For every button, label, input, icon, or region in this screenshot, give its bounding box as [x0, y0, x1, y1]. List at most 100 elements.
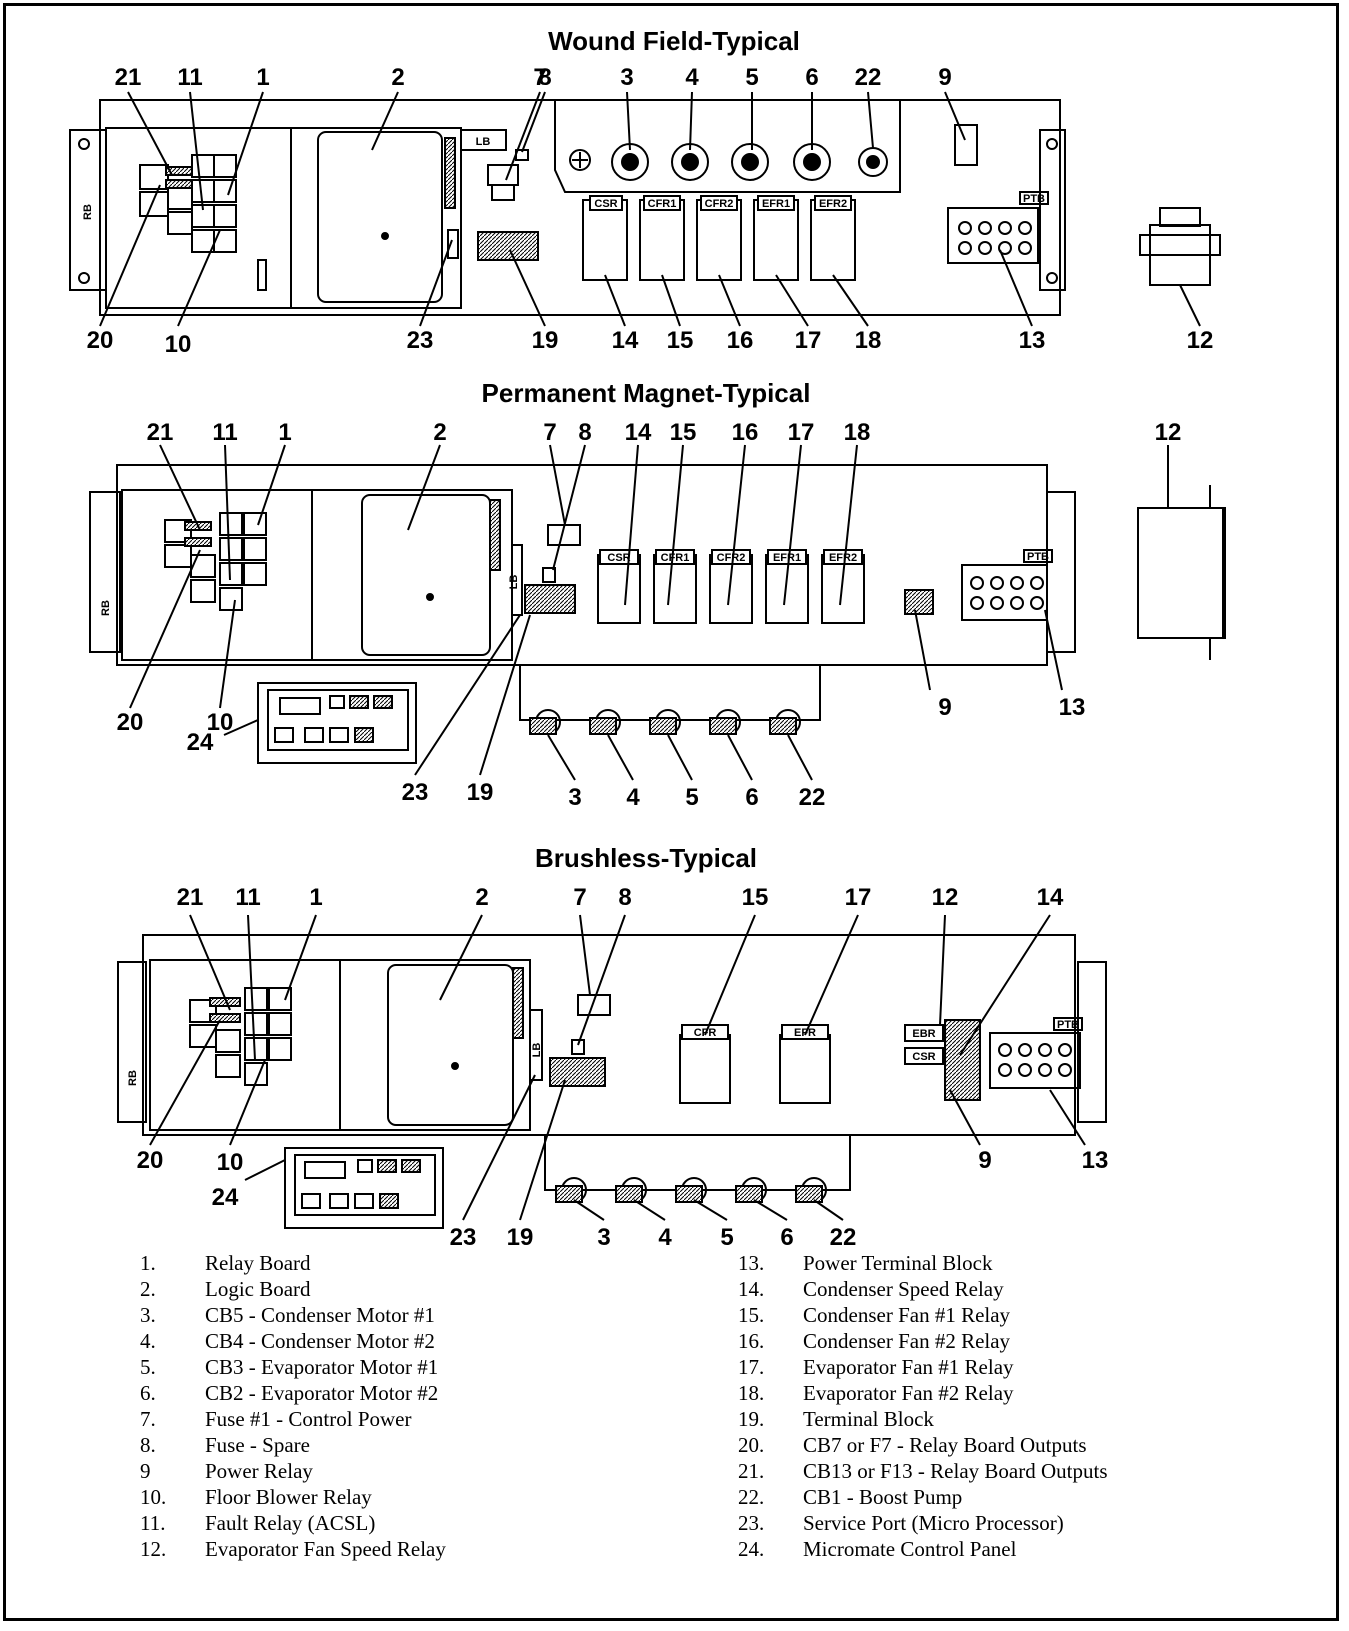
relay-label: EFR1 — [773, 552, 801, 564]
callout-number: 4 — [685, 64, 699, 91]
figure-border — [3, 3, 1339, 1621]
rb-label: RB — [127, 1070, 139, 1086]
legend-text: Terminal Block — [803, 1407, 934, 1431]
legend-number: 19. — [738, 1407, 765, 1431]
legend-text: Condenser Speed Relay — [803, 1277, 1004, 1301]
legend-text: Power Terminal Block — [803, 1251, 993, 1275]
legend-number: 5. — [140, 1355, 156, 1379]
callout-number: 14 — [625, 419, 652, 446]
callout-number: 22 — [855, 64, 882, 91]
legend-item: 10.Floor Blower Relay — [140, 1484, 446, 1510]
callout-number: 1 — [278, 419, 291, 446]
callout-number: 8 — [578, 419, 591, 446]
legend-item: 2.Logic Board — [140, 1276, 446, 1302]
legend-text: Fault Relay (ACSL) — [205, 1511, 376, 1535]
callout-number: 8 — [618, 884, 631, 911]
legend-number: 1. — [140, 1251, 156, 1275]
section-title: Wound Field-Typical — [548, 26, 800, 56]
callout-number: 6 — [745, 784, 758, 811]
callout-number: 10 — [165, 331, 192, 358]
legend-text: Logic Board — [205, 1277, 311, 1301]
callout-number: 4 — [658, 1224, 672, 1251]
callout-number: 20 — [137, 1147, 164, 1174]
callout-number: 23 — [402, 779, 429, 806]
callout-number: 22 — [830, 1224, 857, 1251]
callout-number: 5 — [685, 784, 698, 811]
legend-item: 6.CB2 - Evaporator Motor #2 — [140, 1380, 446, 1406]
callout-number: 6 — [780, 1224, 793, 1251]
legend-number: 7. — [140, 1407, 156, 1431]
callout-number: 5 — [720, 1224, 733, 1251]
legend-number: 18. — [738, 1381, 765, 1405]
callout-number: 9 — [938, 694, 951, 721]
legend-item: 16.Condenser Fan #2 Relay — [738, 1328, 1108, 1354]
relay-label: EFR1 — [762, 198, 790, 210]
callout-number: 2 — [475, 884, 488, 911]
legend-item: 7.Fuse #1 - Control Power — [140, 1406, 446, 1432]
legend-number: 4. — [140, 1329, 156, 1353]
terminal-block — [477, 231, 539, 261]
callout-number: 15 — [670, 419, 697, 446]
legend-item: 21.CB13 or F13 - Relay Board Outputs — [738, 1458, 1108, 1484]
ebr-label: EBR — [912, 1028, 935, 1040]
callout-number: 6 — [805, 64, 818, 91]
legend-number: 11. — [140, 1511, 166, 1535]
callout-number: 17 — [788, 419, 815, 446]
callout-number: 14 — [1037, 884, 1064, 911]
callout-number: 21 — [115, 64, 142, 91]
callout-number: 10 — [217, 1149, 244, 1176]
callout-number: 17 — [845, 884, 872, 911]
callout-number: 24 — [187, 729, 214, 756]
section-wound-field: Wound Field-Typical RB LB — [69, 26, 1221, 327]
callout-number: 16 — [732, 419, 759, 446]
legend-item: 18. Evaporator Fan #2 Relay — [738, 1380, 1108, 1406]
callout-number: 3 — [568, 784, 581, 811]
legend-text: Evaporator Fan #1 Relay — [803, 1355, 1014, 1379]
relay-label: CFR1 — [648, 198, 677, 210]
legend-number: 15. — [738, 1303, 765, 1327]
logic-board — [339, 959, 531, 1131]
legend-text: Evaporator Fan #2 Relay — [803, 1381, 1014, 1405]
legend-item: 17. Evaporator Fan #1 Relay — [738, 1354, 1108, 1380]
callout-number: 13 — [1019, 327, 1046, 354]
legend-item: 8. Fuse - Spare — [140, 1432, 446, 1458]
callout-number: 11 — [212, 419, 237, 446]
power-terminal-block — [961, 564, 1048, 621]
legend-text: Floor Blower Relay — [205, 1485, 372, 1509]
legend-text: Fuse - Spare — [205, 1433, 310, 1457]
callout-number: 2 — [391, 64, 404, 91]
callout-number: 10 — [207, 709, 234, 736]
relay-label: CSR — [594, 198, 617, 210]
callout-number: 13 — [1059, 694, 1086, 721]
ptb-label: PTB — [1027, 551, 1049, 563]
legend-number: 8. — [140, 1433, 156, 1457]
ptb-label: PTB — [1023, 193, 1045, 205]
legend-item: 14.Condenser Speed Relay — [738, 1276, 1108, 1302]
lb-label: LB — [476, 136, 491, 148]
legend-number: 17. — [738, 1355, 765, 1379]
callout-number: 18 — [855, 327, 882, 354]
callout-number: 1 — [256, 64, 269, 91]
lb-label: LB — [531, 1043, 543, 1058]
callout-number: 18 — [844, 419, 871, 446]
legend-item: 4.CB4 - Condenser Motor #2 — [140, 1328, 446, 1354]
cb-plate — [519, 664, 821, 721]
callout-number: 23 — [450, 1224, 477, 1251]
callout-number: 11 — [235, 884, 260, 911]
legend-item: 12.Evaporator Fan Speed Relay — [140, 1536, 446, 1562]
legend-text: Service Port (Micro Processor) — [803, 1511, 1064, 1535]
legend-number: 21. — [738, 1459, 765, 1483]
callout-number: 8 — [538, 64, 551, 91]
relay-row: CSR CFR1 CFR2 EFR1 EFR2 — [582, 195, 856, 281]
callout-number: 13 — [1082, 1147, 1109, 1174]
legend-text: CB5 - Condenser Motor #1 — [205, 1303, 435, 1327]
legend-item: 3.CB5 - Condenser Motor #1 — [140, 1302, 446, 1328]
callout-number: 9 — [938, 64, 951, 91]
callout-number: 17 — [795, 327, 822, 354]
section-title: Permanent Magnet-Typical — [482, 378, 811, 408]
relay-row: CFR EFR — [679, 1024, 831, 1104]
